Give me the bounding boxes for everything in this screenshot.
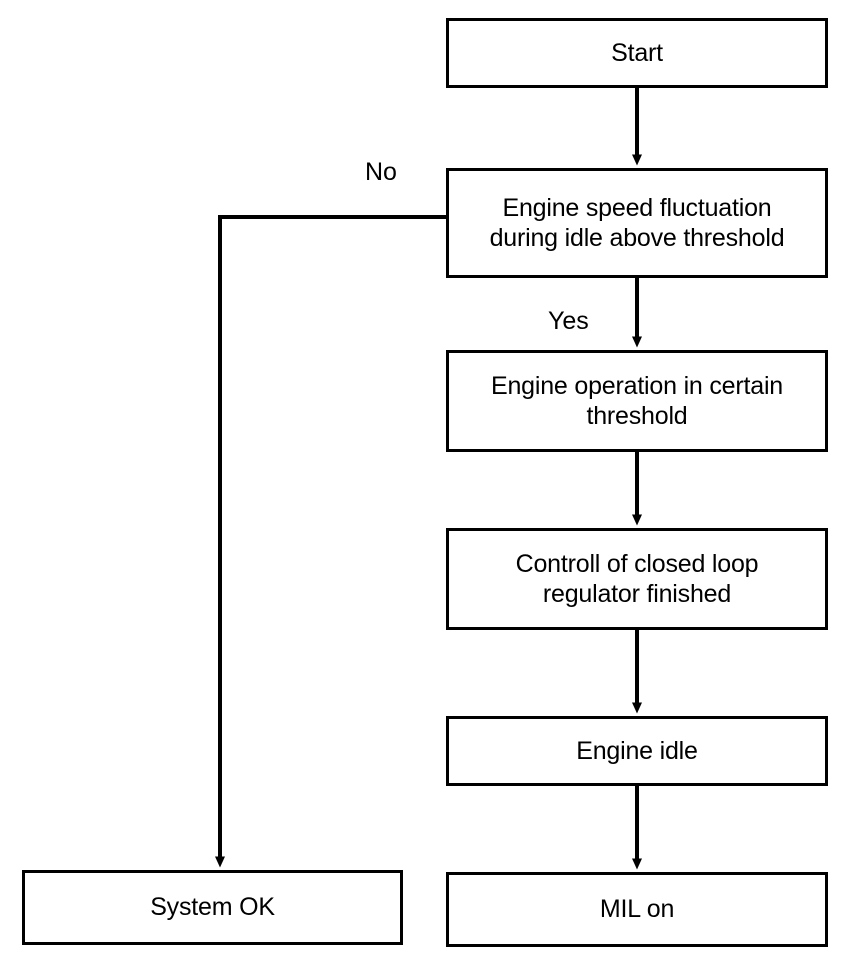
node-engine-operation-label: Engine operation in certain threshold bbox=[490, 371, 784, 431]
edge-label-yes: Yes bbox=[548, 307, 589, 335]
node-engine-idle-label: Engine idle bbox=[576, 736, 698, 765]
connector-fluctuation-to-system-ok bbox=[215, 215, 446, 868]
edge-label-no: No bbox=[365, 158, 397, 186]
node-closed-loop-control[interactable]: Controll of closed loop regulator finish… bbox=[446, 528, 828, 630]
node-mil-on[interactable]: MIL on bbox=[446, 872, 828, 947]
node-system-ok-label: System OK bbox=[150, 893, 275, 922]
node-speed-fluctuation-label: Engine speed fluctuation during idle abo… bbox=[489, 193, 785, 253]
node-engine-idle[interactable]: Engine idle bbox=[446, 716, 828, 786]
node-start[interactable]: Start bbox=[446, 18, 828, 88]
node-closed-loop-control-label: Controll of closed loop regulator finish… bbox=[515, 549, 759, 609]
node-engine-operation[interactable]: Engine operation in certain threshold bbox=[446, 350, 828, 452]
node-start-label: Start bbox=[611, 38, 663, 67]
node-mil-on-label: MIL on bbox=[599, 895, 675, 924]
node-speed-fluctuation[interactable]: Engine speed fluctuation during idle abo… bbox=[446, 168, 828, 278]
node-system-ok[interactable]: System OK bbox=[22, 870, 403, 945]
